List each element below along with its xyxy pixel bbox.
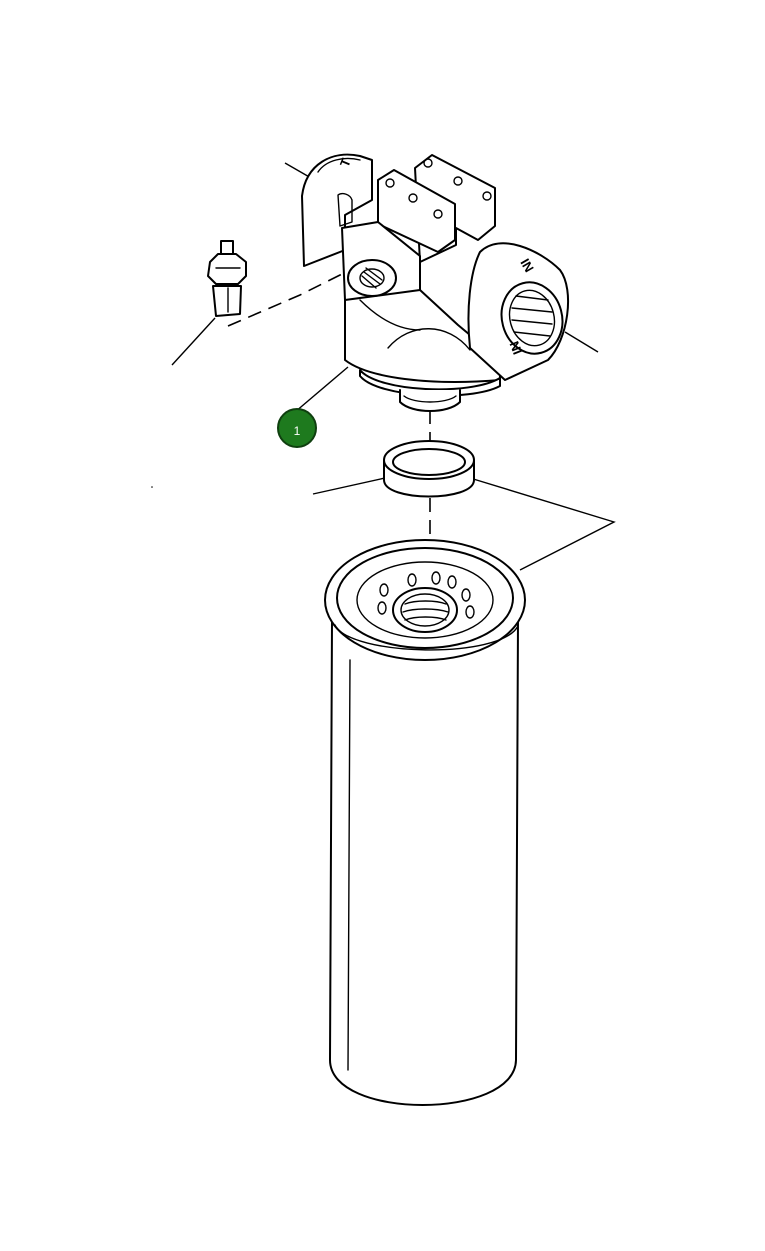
callout-marker-1[interactable]: 1 bbox=[277, 408, 317, 448]
filter-element bbox=[324, 539, 526, 1106]
filter-head: T IN IN bbox=[301, 153, 570, 412]
sealing-ring bbox=[383, 440, 475, 498]
inlet-marking-upper: IN bbox=[517, 256, 536, 275]
leader-lines bbox=[171, 162, 616, 571]
callout-label: 1 bbox=[293, 424, 301, 438]
pressure-switch bbox=[207, 240, 247, 317]
inlet-marking-lower: IN bbox=[506, 339, 525, 357]
scan-dot bbox=[151, 486, 153, 488]
